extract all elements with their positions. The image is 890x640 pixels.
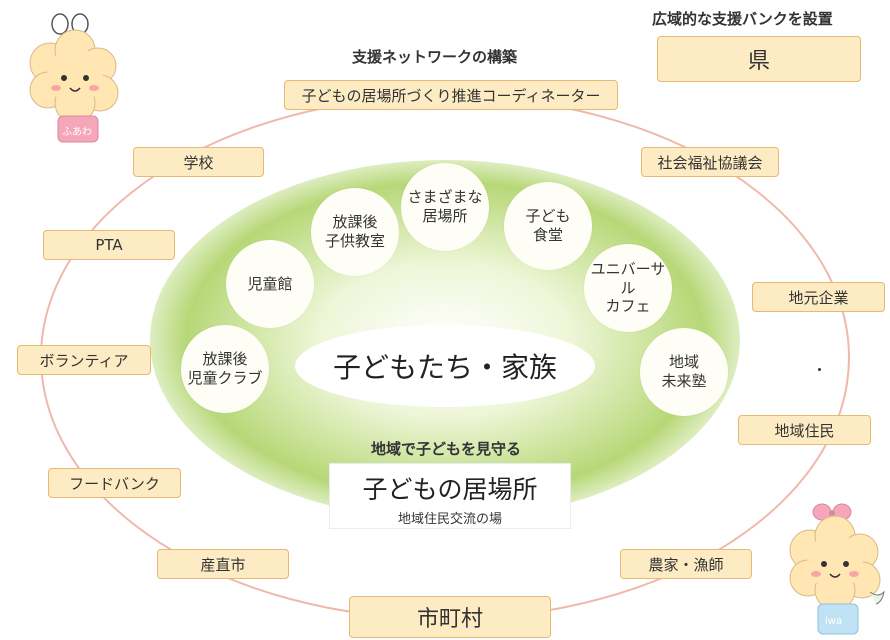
- label: 児童館: [247, 274, 293, 293]
- local-business-box: 地元企業: [752, 282, 885, 312]
- pta-box: PTA: [43, 230, 175, 260]
- council-box: 社会福祉協議会: [641, 147, 779, 177]
- residents-box: 地域住民: [738, 415, 871, 445]
- prefecture-box: 県: [657, 36, 861, 82]
- right-mascot-illustration: iwa: [789, 503, 885, 635]
- circle-after-school-class: 放課後 子供教室: [311, 188, 399, 276]
- direct-market-box: 産直市: [157, 549, 289, 579]
- circle-universal-cafe: ユニバーサル カフェ: [584, 244, 672, 332]
- left-mascot-label: ふあわ: [62, 126, 92, 138]
- circle-childrens-hall: 児童館: [226, 240, 314, 328]
- network-heading: 支援ネットワークの構築: [352, 48, 518, 66]
- circle-various-places: さまざまな 居場所: [401, 163, 489, 251]
- right-mascot-label: iwa: [825, 616, 842, 627]
- farmers-box: 農家・漁師: [620, 549, 752, 579]
- circle-after-school-club: 放課後 児童クラブ: [181, 325, 269, 413]
- ibasho-subtitle: 地域住民交流の場: [397, 512, 502, 527]
- label: さまざまな 居場所: [407, 188, 483, 225]
- coordinator-box: 子どもの居場所づくり推進コーディネーター: [284, 80, 618, 110]
- watch-heading: 地域で子どもを見守る: [371, 440, 522, 458]
- children-family-ellipse: 子どもたち・家族: [295, 325, 595, 407]
- municipality-box: 市町村: [349, 596, 551, 638]
- volunteer-box: ボランティア: [17, 345, 151, 375]
- left-mascot-illustration: ふあわ: [29, 13, 119, 143]
- food-bank-box: フードバンク: [48, 468, 181, 498]
- label: ユニバーサル カフェ: [590, 259, 666, 316]
- school-box: 学校: [133, 147, 264, 177]
- ibasho-title: 子どもの居場所: [362, 475, 538, 504]
- label: 放課後 児童クラブ: [187, 350, 263, 387]
- circle-future-school: 地域 未来塾: [640, 328, 728, 416]
- circle-kids-cafeteria: 子ども 食堂: [504, 182, 592, 270]
- label: 放課後 子供教室: [324, 213, 385, 250]
- bank-heading: 広域的な支援バンクを設置: [652, 10, 833, 28]
- children-family-label: 子どもたち・家族: [332, 351, 557, 384]
- ibasho-box: 子どもの居場所 地域住民交流の場: [329, 463, 571, 529]
- label: 子ども 食堂: [525, 207, 571, 244]
- label: 地域 未来塾: [661, 353, 707, 390]
- dot: [818, 368, 821, 371]
